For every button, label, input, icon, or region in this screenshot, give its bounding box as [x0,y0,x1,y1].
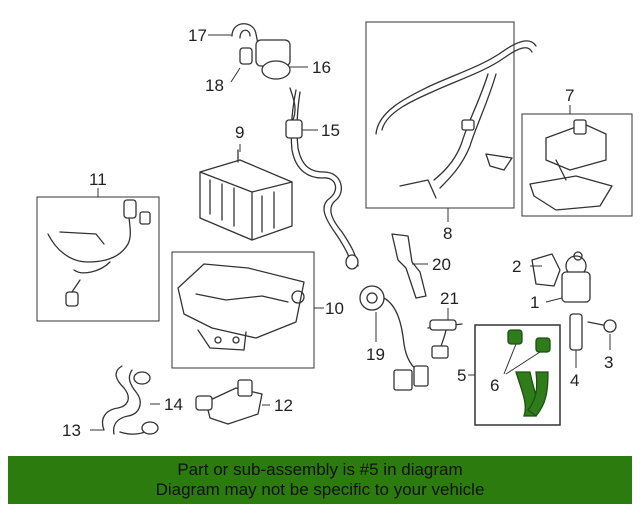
callout-15: 15 [321,121,340,140]
parts-diagram: 17 18 16 15 9 11 8 7 10 20 21 19 2 1 4 3… [36,21,633,440]
callout-8: 8 [443,224,452,243]
solenoid-bracket-part [529,119,613,211]
callout-4: 4 [570,371,579,390]
purge-solenoid-12-part [195,379,263,425]
callout-14: 14 [164,395,183,414]
callout-16: 16 [312,58,331,77]
oxygen-sensor-19-part [359,285,429,391]
banner-line-2: Diagram may not be specific to your vehi… [155,480,485,499]
callout-19: 19 [366,345,385,364]
oxygen-sensor-21-part [427,319,463,359]
highlighted-hose-part-5 [507,329,551,417]
coolant-hose-part [101,365,159,435]
callout-3: 3 [604,353,613,372]
callout-17: 17 [188,26,207,45]
vapor-hose-part [285,89,359,270]
wiring-harness-11-part [47,199,151,307]
callout-6: 6 [490,376,499,395]
callout-13: 13 [62,421,81,440]
canister-shield-part [177,263,305,351]
callout-12: 12 [274,396,293,415]
purge-valve-part [231,23,296,123]
callout-10: 10 [325,299,344,318]
notice-banner: Part or sub-assembly is #5 in diagram Di… [8,456,632,504]
callout-1: 1 [530,293,539,312]
wiring-harness-8-part [375,40,537,199]
callout-9: 9 [235,123,244,142]
callout-18: 18 [205,76,224,95]
callout-21: 21 [440,289,459,308]
bolt-parts [569,313,617,351]
group-box-7 [521,113,633,217]
callout-20: 20 [432,255,451,274]
group-box-8 [365,21,515,209]
egr-valve-part [531,251,591,303]
sensor-bracket-part [391,233,427,299]
leader-lines [90,34,611,431]
charcoal-canister-part [199,149,293,241]
group-box-10 [171,251,315,369]
callout-11: 11 [89,170,107,189]
callout-7: 7 [565,86,574,105]
callout-5: 5 [457,366,466,385]
banner-line-1: Part or sub-assembly is #5 in diagram [177,460,463,479]
callout-2: 2 [512,257,521,276]
